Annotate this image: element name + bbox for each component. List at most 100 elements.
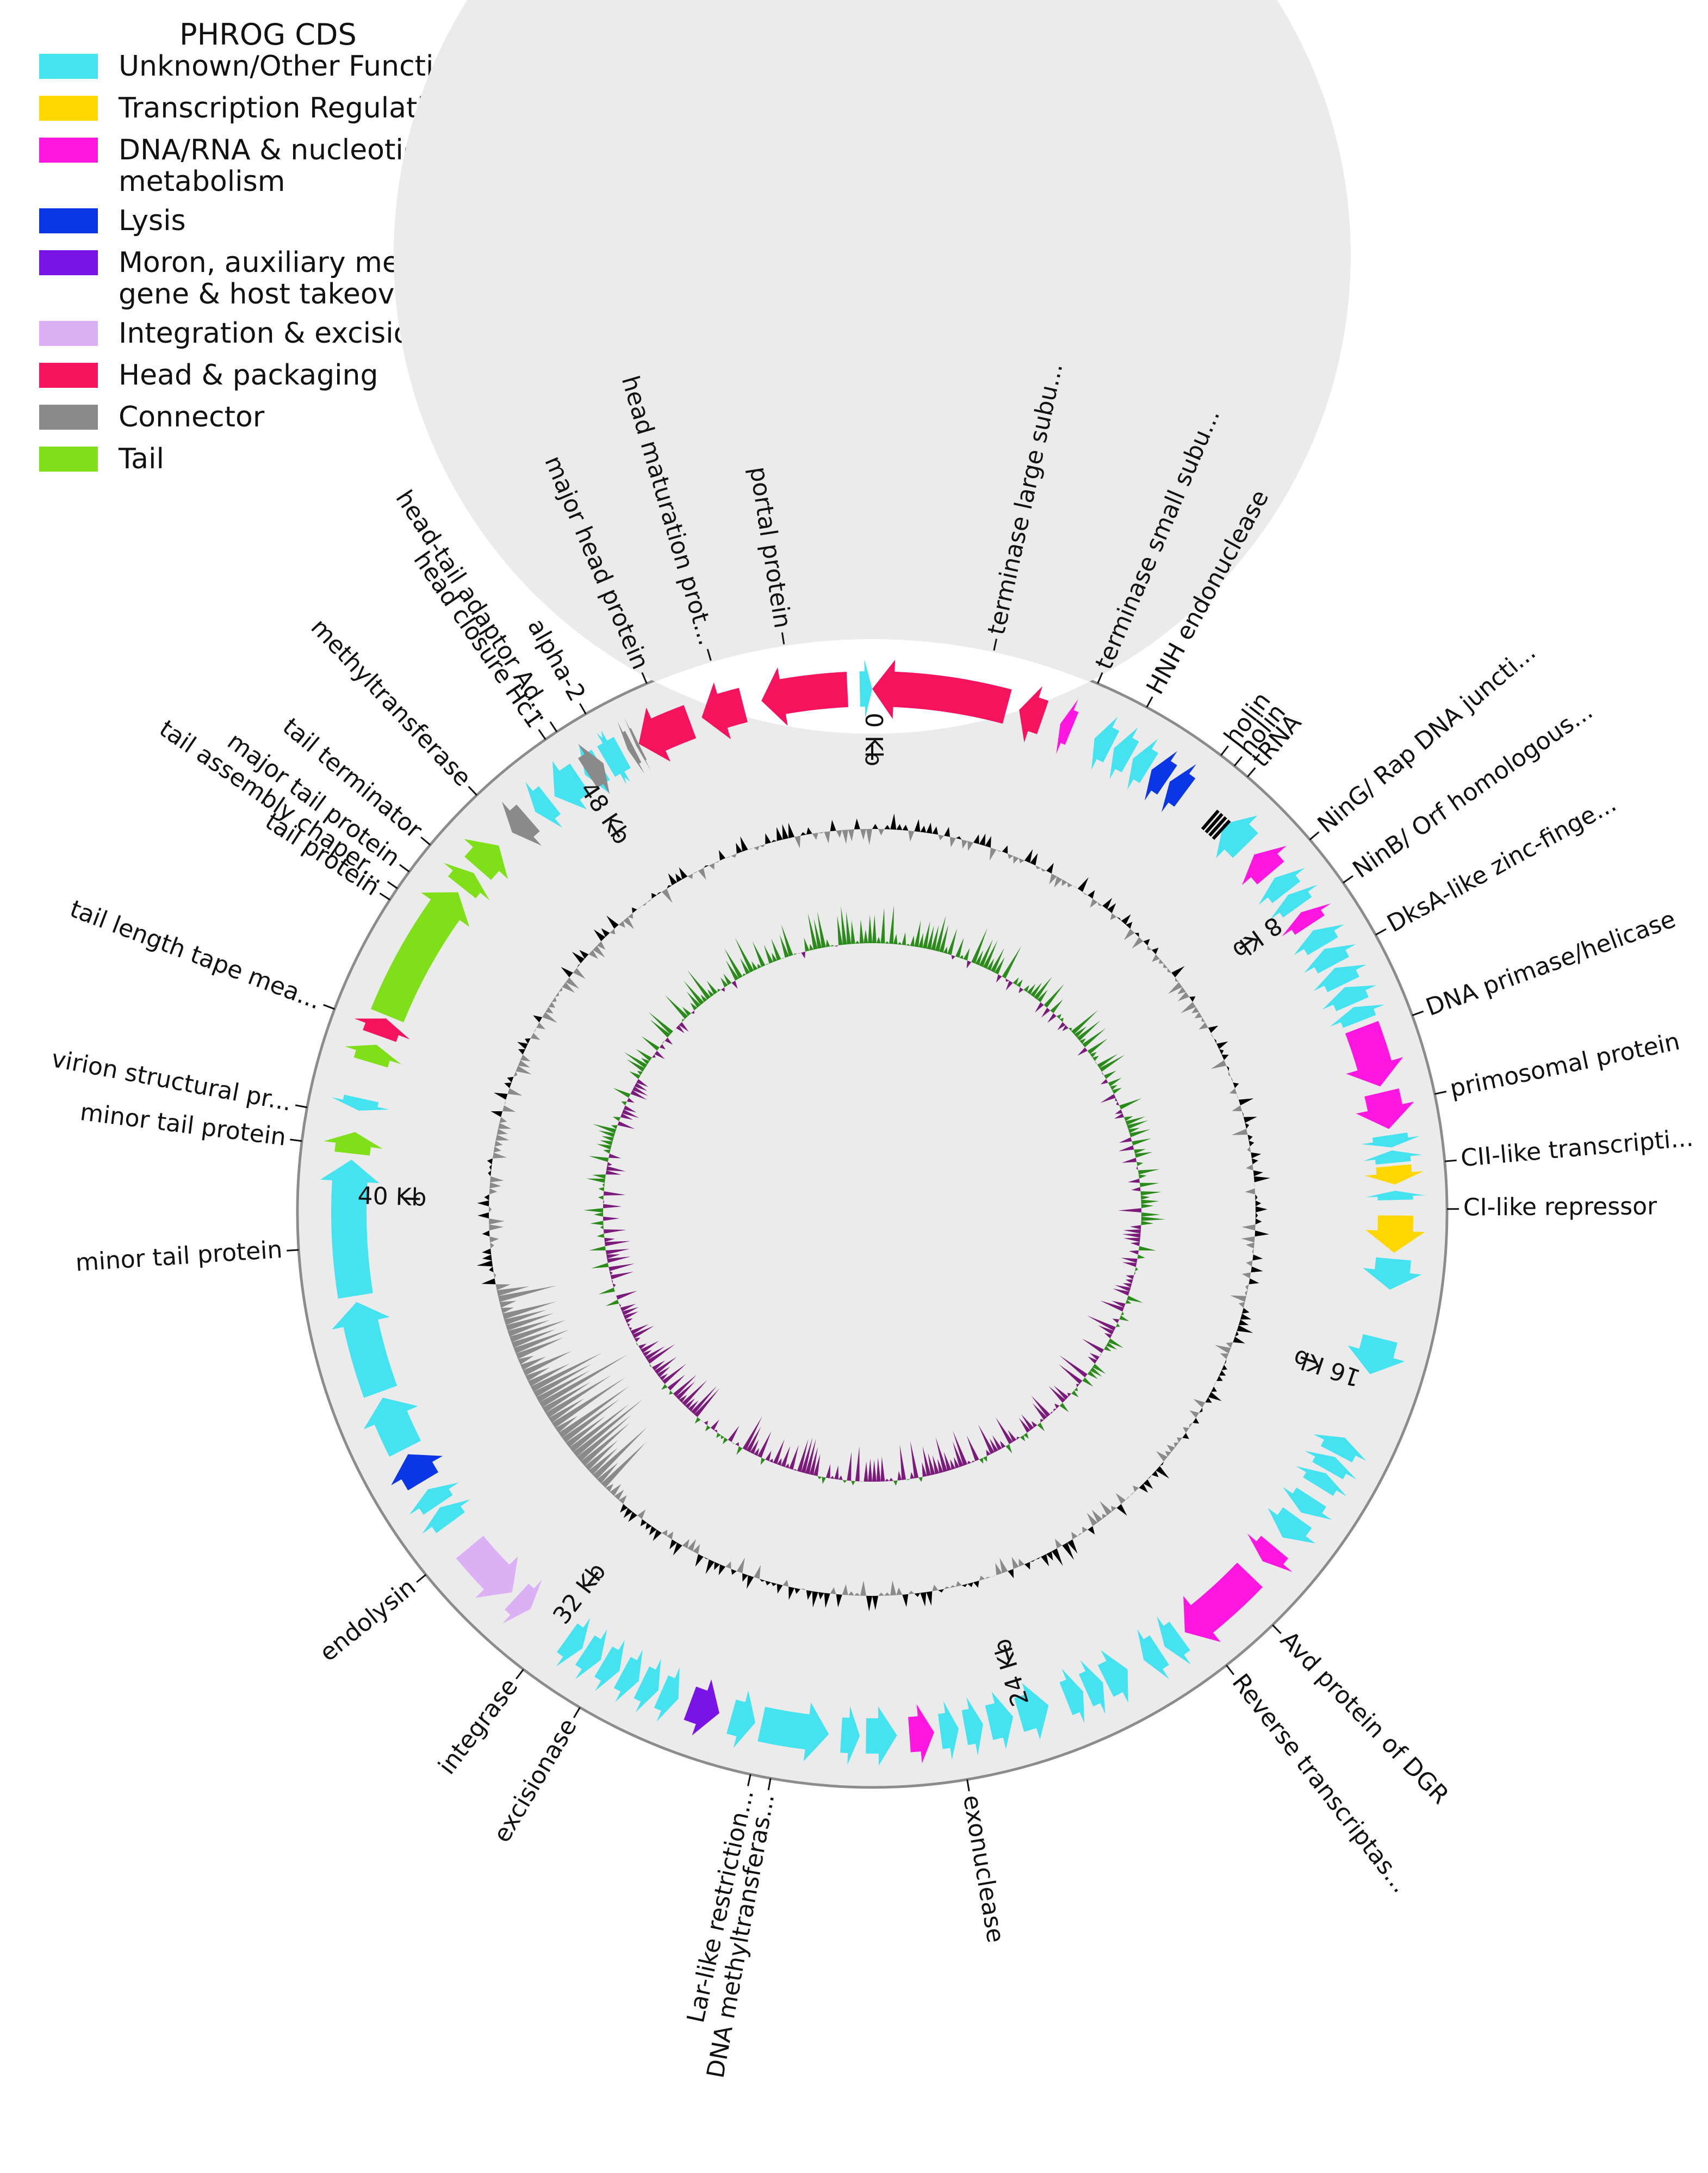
gc-content-bar bbox=[759, 1578, 766, 1582]
gc-content-bar bbox=[1166, 1445, 1176, 1452]
gc-content-bar bbox=[1231, 1129, 1248, 1135]
gc-skew-bar bbox=[1016, 979, 1023, 988]
gc-content-bar bbox=[476, 1260, 493, 1267]
gc-content-bar bbox=[1054, 1538, 1063, 1549]
gc-skew-bar bbox=[1074, 1026, 1087, 1038]
gc-skew-bar bbox=[765, 1451, 772, 1462]
cds-arrow bbox=[633, 1658, 661, 1713]
gc-skew-bar bbox=[682, 1007, 691, 1017]
cds-arrow bbox=[552, 761, 590, 810]
gc-skew-bar bbox=[598, 1287, 615, 1295]
gc-skew-bar bbox=[947, 928, 958, 955]
gc-skew-bar bbox=[772, 952, 778, 962]
gc-content-bar bbox=[1002, 845, 1008, 854]
gc-content-bar bbox=[548, 1001, 556, 1008]
kb-tick bbox=[1239, 939, 1253, 950]
gc-content-bar bbox=[967, 841, 974, 851]
cds-arrow bbox=[1144, 751, 1178, 801]
gc-content-bar bbox=[1249, 1140, 1254, 1147]
gc-content-bar bbox=[932, 1584, 939, 1592]
gc-content-bar bbox=[1255, 1218, 1262, 1225]
gc-skew-bar bbox=[1005, 979, 1009, 982]
gc-skew-bar bbox=[779, 934, 790, 958]
gc-skew-bar bbox=[1077, 1047, 1088, 1056]
gc-skew-bar bbox=[750, 1439, 759, 1454]
gc-content-bar bbox=[496, 1129, 508, 1135]
gc-content-bar bbox=[499, 1301, 517, 1308]
gc-skew-bar bbox=[951, 955, 955, 960]
gc-skew-bar bbox=[1027, 983, 1036, 995]
gc-skew-bar bbox=[1115, 1323, 1120, 1327]
gc-skew-bar bbox=[690, 1002, 698, 1011]
gc-content-bar bbox=[504, 1082, 512, 1088]
gc-content-bar bbox=[669, 1539, 678, 1550]
cds-arrow bbox=[1282, 1487, 1332, 1520]
gc-skew-bar bbox=[842, 1480, 847, 1483]
gc-skew-bar bbox=[817, 911, 826, 948]
gc-skew-bar bbox=[1095, 1061, 1097, 1065]
gc-skew-bar bbox=[1135, 1267, 1139, 1271]
gc-content-bar bbox=[605, 1484, 613, 1492]
gc-skew-bar bbox=[1141, 1221, 1154, 1225]
gc-content-bar bbox=[593, 945, 605, 958]
gc-content-bar bbox=[1228, 1071, 1231, 1077]
gc-skew-bar bbox=[1113, 1288, 1130, 1296]
gc-skew-bar bbox=[1128, 1128, 1140, 1134]
gene-label-tick bbox=[1220, 745, 1229, 756]
gc-content-bar bbox=[973, 834, 979, 844]
gc-content-bar bbox=[562, 1398, 620, 1443]
gene-label-tick bbox=[399, 864, 410, 872]
gc-content-bar bbox=[1251, 1158, 1258, 1165]
gc-skew-bar bbox=[986, 958, 995, 971]
gc-skew-bar bbox=[1131, 1187, 1141, 1192]
gc-skew-bar bbox=[1047, 1013, 1057, 1023]
gc-content-bar bbox=[623, 1508, 633, 1518]
gc-content-bar bbox=[489, 1224, 504, 1231]
gc-content-bar bbox=[961, 839, 968, 849]
gc-content-bar bbox=[1126, 921, 1133, 929]
gc-skew-bar bbox=[1071, 1390, 1079, 1397]
gc-skew-bar bbox=[996, 974, 1002, 983]
gc-skew-bar bbox=[704, 1421, 708, 1426]
gc-skew-bar bbox=[932, 1455, 940, 1475]
gc-content-bar bbox=[1234, 1330, 1239, 1337]
gc-content-bar bbox=[555, 992, 559, 997]
cds-arrow bbox=[1270, 884, 1318, 920]
gc-content-bar bbox=[742, 1573, 748, 1582]
gc-content-bar bbox=[1199, 1407, 1203, 1413]
gc-skew-bar bbox=[624, 1052, 648, 1068]
gc-content-bar bbox=[649, 1526, 657, 1536]
gc-skew-bar bbox=[1059, 1355, 1088, 1378]
legend-label: metabolism bbox=[119, 165, 285, 198]
cds-arrow bbox=[684, 1679, 719, 1736]
gc-skew-bar bbox=[953, 1457, 960, 1469]
cds-arrows bbox=[320, 659, 1425, 1766]
gc-skew-bar bbox=[809, 944, 814, 951]
cds-arrow bbox=[1304, 944, 1356, 974]
gc-skew-bar bbox=[825, 1464, 831, 1478]
gc-skew-bar bbox=[864, 929, 868, 944]
gene-label: exonuclease bbox=[958, 1793, 1010, 1945]
gc-skew-bar bbox=[1127, 1178, 1140, 1183]
legend-swatch bbox=[39, 447, 98, 472]
phrog-cds-legend: PHROG CDS Unknown/Other FunctionTranscri… bbox=[39, 17, 494, 475]
gc-content-bar bbox=[488, 1170, 492, 1177]
gene-label-tick bbox=[1412, 1010, 1424, 1017]
gc-skew-bar bbox=[629, 1327, 632, 1331]
gc-skew-bar bbox=[736, 1446, 743, 1455]
gc-content-bar bbox=[1165, 1451, 1172, 1457]
legend-label: Tail bbox=[118, 443, 164, 475]
gc-skew-bar bbox=[647, 1344, 675, 1364]
gc-content-bar bbox=[1226, 1066, 1229, 1072]
gc-skew-bar bbox=[1127, 1295, 1143, 1303]
gene-label-tick bbox=[1309, 831, 1320, 840]
gc-skew-bar bbox=[607, 1256, 631, 1263]
gc-content-bar bbox=[1216, 1041, 1228, 1049]
gc-skew-bar bbox=[717, 989, 721, 993]
cds-arrow bbox=[1078, 1660, 1105, 1714]
gc-content-bar bbox=[1221, 1364, 1227, 1371]
gc-content-bar bbox=[573, 968, 586, 979]
gc-skew-bar bbox=[1141, 1195, 1150, 1200]
gc-skew-bar bbox=[804, 937, 810, 952]
